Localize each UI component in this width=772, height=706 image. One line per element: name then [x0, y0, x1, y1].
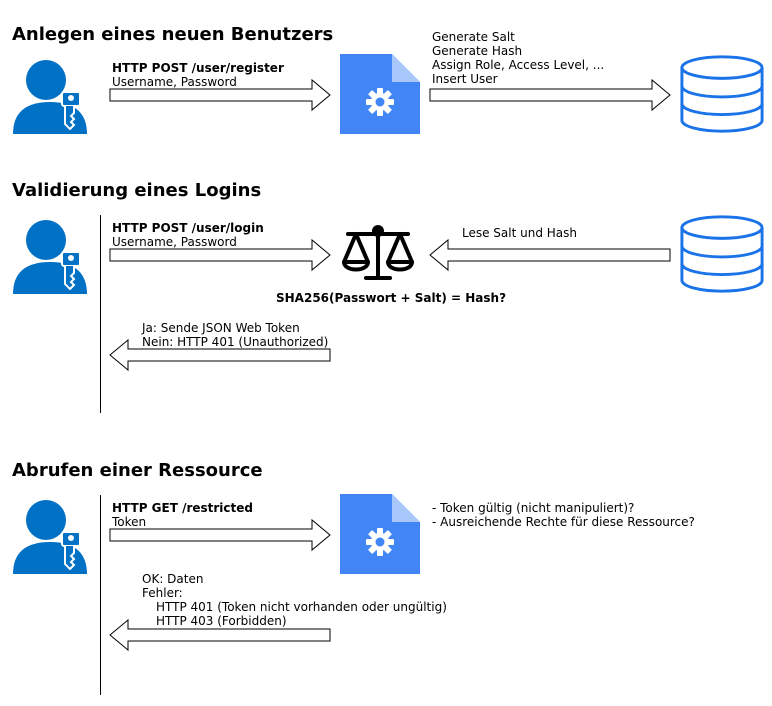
login-response: Ja: Sende JSON Web Token Nein: HTTP 401 …	[142, 321, 328, 349]
login-request-title: HTTP POST /user/login	[112, 221, 264, 235]
register-request-title: HTTP POST /user/register	[112, 61, 284, 75]
login-response-yes: Ja: Sende JSON Web Token	[142, 321, 300, 335]
resource-response: OK: Daten Fehler: HTTP 401 (Token nicht …	[142, 572, 447, 628]
register-step-2: Generate Hash	[432, 44, 523, 58]
register-step-4: Insert User	[432, 72, 498, 86]
login-response-no: Nein: HTTP 401 (Unauthorized)	[142, 335, 329, 349]
login-lifeline	[100, 215, 101, 413]
section-title-register: Anlegen eines neuen Benutzers	[12, 24, 334, 45]
login-request-body: Username, Password	[112, 235, 237, 249]
resource-checks: - Token gültig (nicht manipuliert)? - Au…	[432, 501, 695, 529]
db-read-label: Lese Salt und Hash	[462, 226, 578, 240]
resource-response-error: Fehler:	[142, 586, 183, 600]
resource-request-title: HTTP GET /restricted	[112, 501, 253, 515]
resource-check-1: - Token gültig (nicht manipuliert)?	[432, 501, 635, 515]
resource-error-403: HTTP 403 (Forbidden)	[156, 614, 287, 628]
register-step-3: Assign Role, Access Level, ...	[432, 58, 605, 72]
scale-icon	[342, 225, 414, 280]
section-title-login: Validierung eines Logins	[12, 180, 262, 201]
resource-response-ok: OK: Daten	[142, 572, 204, 586]
resource-error-401: HTTP 401 (Token nicht vorhanden oder ung…	[156, 600, 447, 614]
section-title-resource: Abrufen einer Ressource	[12, 460, 263, 481]
resource-request-body: Token	[112, 515, 147, 529]
resource-check-2: - Ausreichende Rechte für diese Ressourc…	[432, 515, 695, 529]
resource-lifeline	[100, 495, 101, 695]
register-steps: Generate Salt Generate Hash Assign Role,…	[432, 30, 604, 86]
register-request-body: Username, Password	[112, 75, 237, 89]
register-step-1: Generate Salt	[432, 30, 515, 44]
hash-formula: SHA256(Passwort + Salt) = Hash?	[276, 291, 507, 305]
